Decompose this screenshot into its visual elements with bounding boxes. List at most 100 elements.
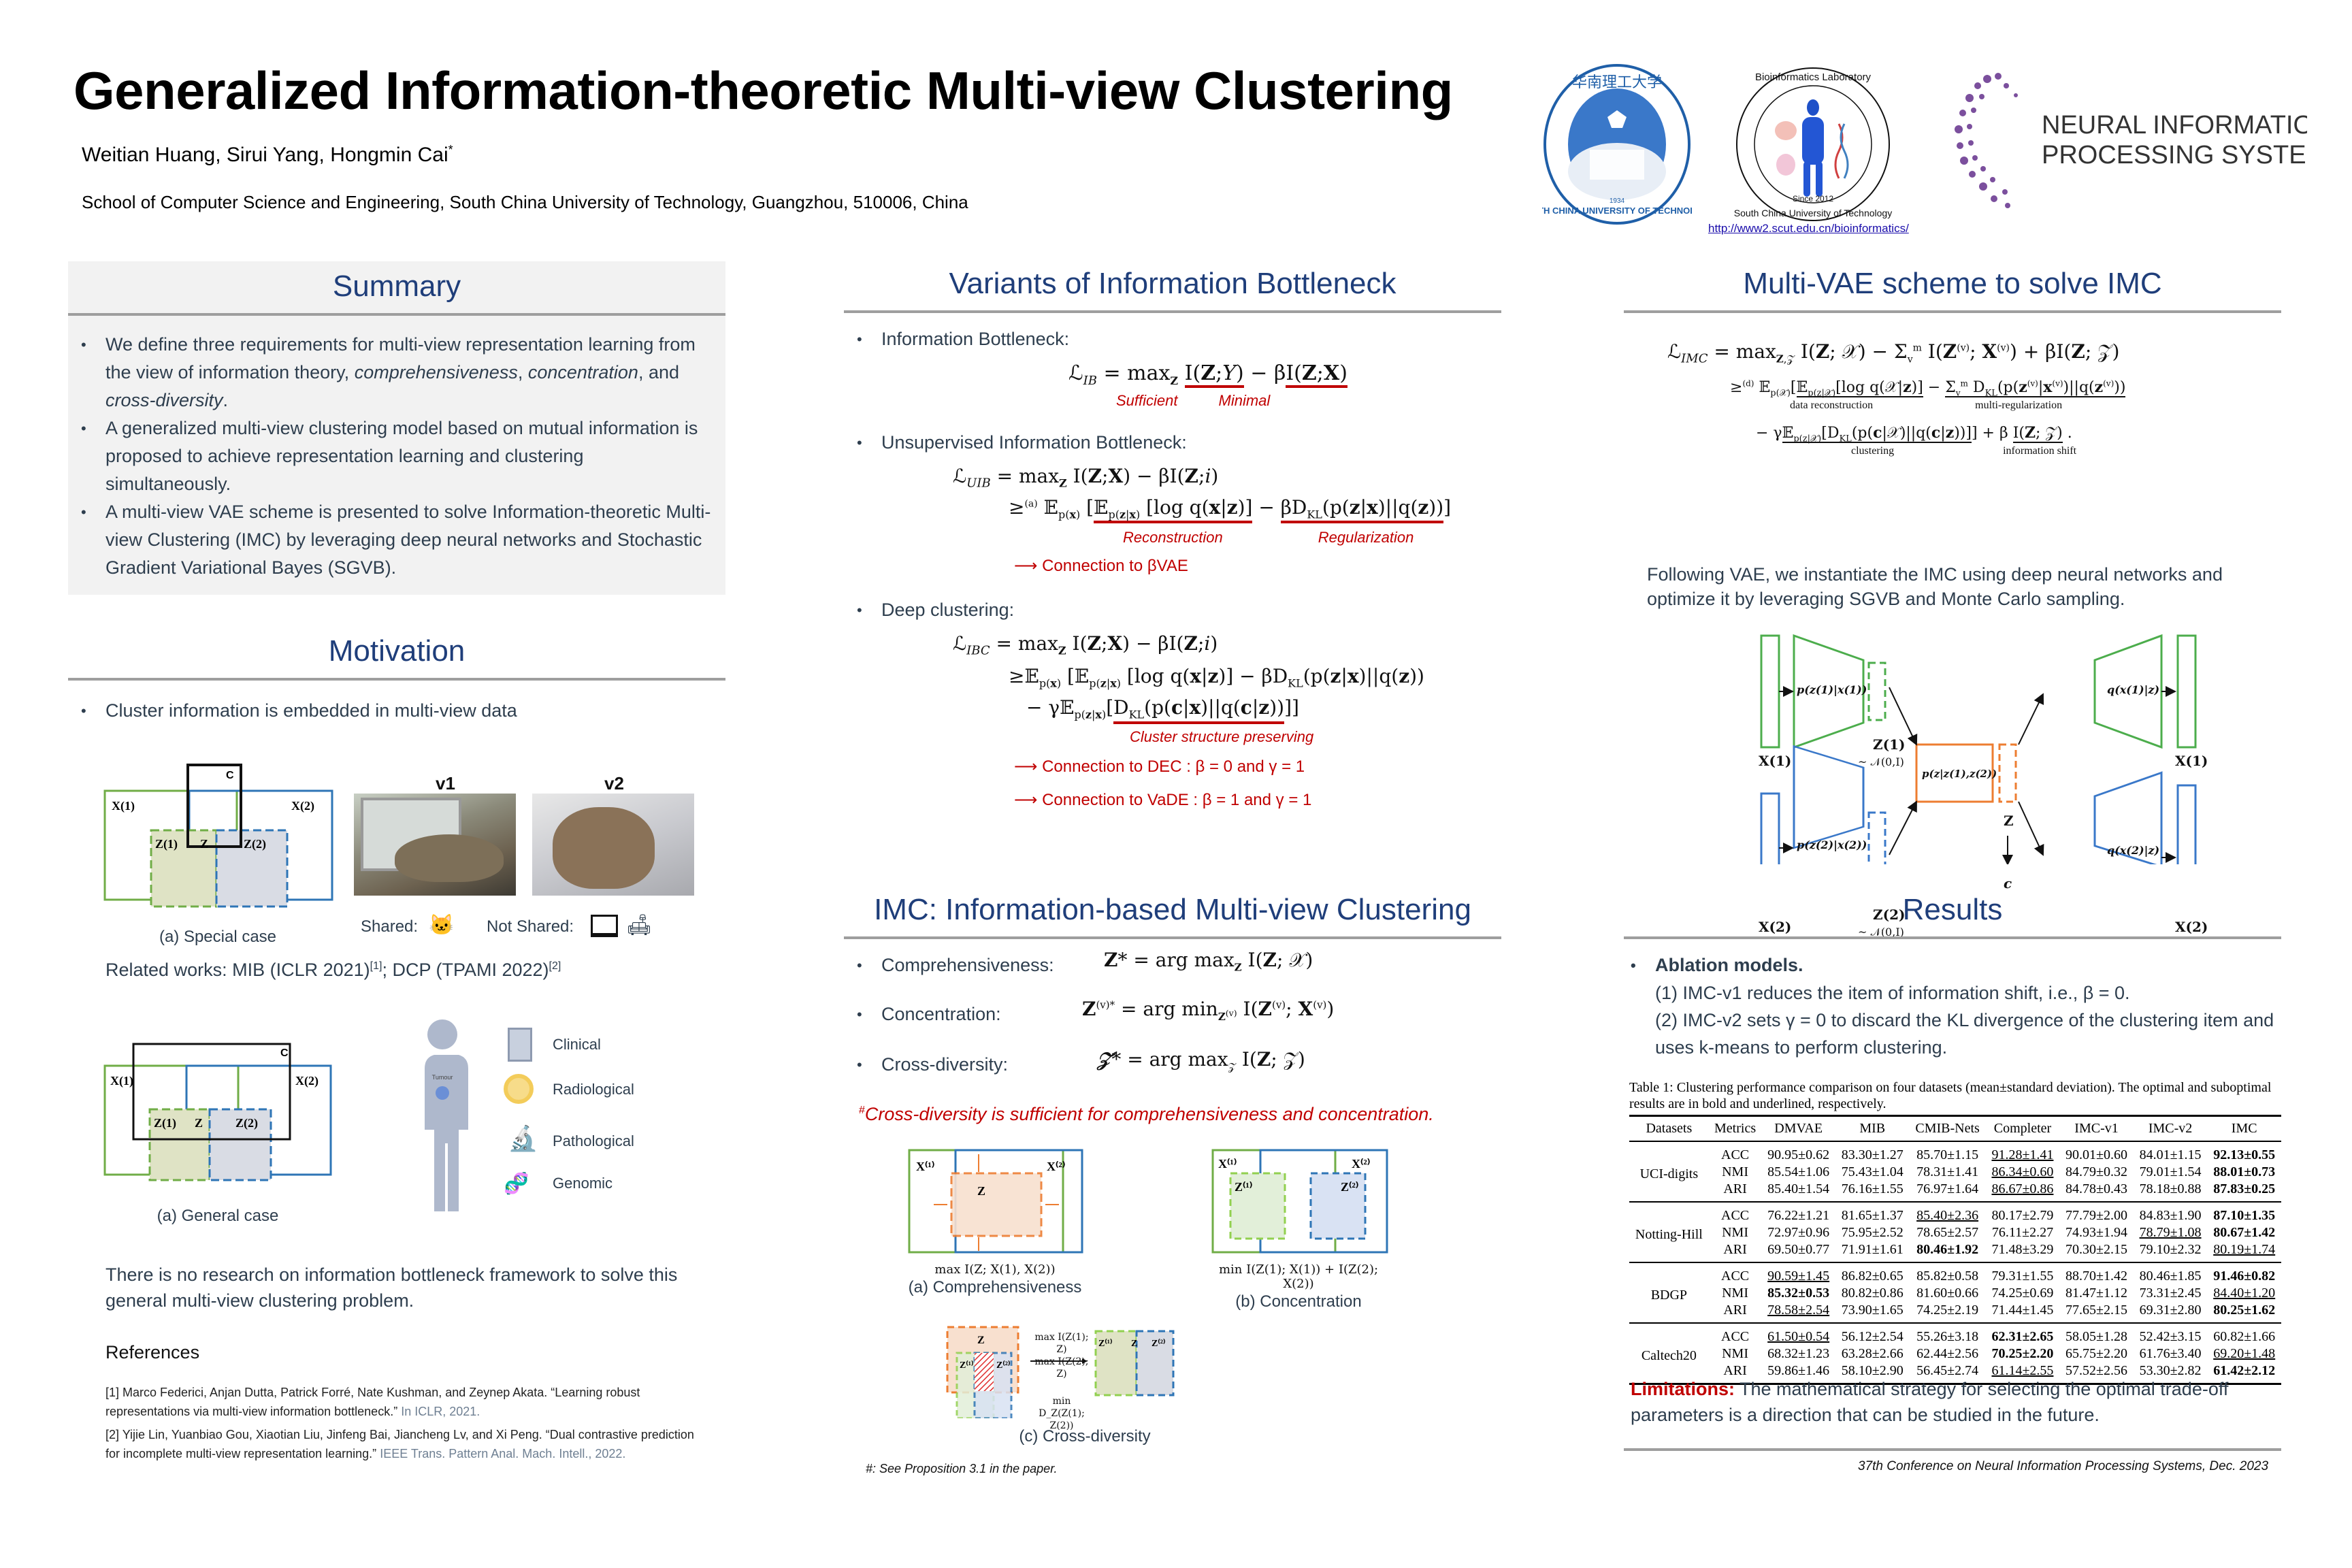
motivation-section: Motivation Cluster information is embedd… bbox=[68, 634, 725, 725]
svg-text:Z: Z bbox=[977, 1335, 985, 1346]
value-cell: 79.31±1.55 bbox=[1991, 1269, 2054, 1284]
value-cell: 78.65±2.57 bbox=[1916, 1225, 1979, 1240]
cross-diversity-figure: Z Z⁽¹⁾ Z⁽²⁾ Z⁽¹⁾ Z Z⁽²⁾ max I(Z(1); Z)ma… bbox=[942, 1323, 1350, 1446]
value-cell: 83.30±1.27 bbox=[1841, 1147, 1904, 1162]
ibc-equation-line2: ≥𝔼p(x) [𝔼p(z|x) [log q(x|z)] − βDKL(p(z|… bbox=[1009, 664, 1424, 690]
cat-shape bbox=[553, 807, 655, 889]
svg-text:South China University of Tech: South China University of Technology bbox=[1734, 208, 1892, 218]
value-cell: 85.54±1.06 bbox=[1767, 1164, 1830, 1179]
ibc-equation-line3: − γ𝔼p(z|x)[DKL(p(c|x)||q(c|z))]] bbox=[1026, 696, 1501, 724]
value-cell: 70.25±2.20 bbox=[1991, 1346, 2054, 1361]
motivation-heading: Motivation bbox=[68, 634, 725, 681]
value-cell: 86.82±0.65 bbox=[1841, 1269, 1904, 1284]
metric-cell: ARI bbox=[1708, 1302, 1762, 1324]
decoder2-label: q(x(2)|z) bbox=[2107, 844, 2160, 857]
svg-text:Z(2): Z(2) bbox=[235, 1116, 258, 1130]
svg-text:Z(1): Z(1) bbox=[155, 837, 178, 851]
metric-cell: ACC bbox=[1721, 1147, 1750, 1162]
variants-section: Variants of Information Bottleneck bbox=[844, 267, 1501, 313]
z2-prior-label: ~ 𝒩(0,I) bbox=[1858, 926, 1904, 938]
imc-item-comprehensiveness: Comprehensiveness: Z* = arg maxZ I(Z; 𝒳) bbox=[844, 949, 1501, 1000]
svg-text:Since 2012: Since 2012 bbox=[1793, 194, 1833, 203]
svg-text:Z⁽²⁾: Z⁽²⁾ bbox=[1152, 1339, 1165, 1349]
value-cell: 62.31±2.65 bbox=[1991, 1329, 2054, 1344]
references-heading: References bbox=[105, 1342, 200, 1362]
cross-diversity-caption: (c) Cross-diversity bbox=[1019, 1427, 1151, 1446]
cat-face-icon: 🐱 bbox=[429, 914, 455, 936]
bioinformatics-url-link[interactable]: http://www2.scut.edu.cn/bioinformatics/ bbox=[1708, 222, 1909, 235]
metric-cell: ACC bbox=[1721, 1269, 1750, 1284]
column-header: Completer bbox=[1985, 1115, 2060, 1142]
value-cell: 79.01±1.54 bbox=[2139, 1164, 2202, 1179]
neurips-dots-icon: NEURAL INFORMATION PROCESSING SYSTEMS bbox=[1955, 73, 2345, 208]
uib-equation-line1: ℒUIB = maxZ I(Z;X) − βI(Z;i) bbox=[953, 465, 1219, 491]
value-cell: 84.01±1.15 bbox=[2139, 1147, 2202, 1162]
value-cell: 76.11±2.27 bbox=[1991, 1225, 2054, 1240]
value-cell: 80.82±0.86 bbox=[1841, 1286, 1904, 1301]
summary-bullets: We define three requirements for multi-v… bbox=[68, 331, 725, 582]
value-cell: 80.67±1.42 bbox=[2213, 1225, 2276, 1240]
concentration-formula: min I(Z(1); X(1)) + I(Z(2); X(2)) bbox=[1218, 1262, 1379, 1291]
metric-cell: NMI bbox=[1722, 1164, 1748, 1179]
uib-equation-line2: ≥(a) 𝔼p(x) [𝔼p(z|x) [log q(x|z)] − βDKL(… bbox=[1009, 496, 1501, 524]
svg-text:X⁽²⁾: X⁽²⁾ bbox=[1352, 1157, 1370, 1171]
value-cell: 74.93±1.94 bbox=[2065, 1225, 2127, 1240]
svg-text:Z(2): Z(2) bbox=[244, 837, 266, 851]
variants-heading: Variants of Information Bottleneck bbox=[844, 267, 1501, 313]
value-cell: 71.44±1.45 bbox=[1985, 1302, 2060, 1324]
value-cell: 84.40±1.20 bbox=[2213, 1286, 2276, 1301]
imc-item-concentration: Concentration: Z(v)* = arg minZ(v) I(Z(v… bbox=[844, 998, 1501, 1051]
value-cell: 80.46±1.92 bbox=[1909, 1241, 1986, 1263]
svg-text:Z: Z bbox=[1131, 1339, 1137, 1349]
svg-text:Z: Z bbox=[200, 837, 208, 851]
svg-text:C: C bbox=[226, 770, 234, 781]
imc-objective-line3: − γ𝔼p(z|𝒳)[DKL(p(c|𝒳)||q(c|z))]] + β I(Z… bbox=[1756, 423, 2072, 444]
uib-connection: ⟶ Connection to βVAE bbox=[1014, 557, 1188, 576]
value-cell: 90.01±0.60 bbox=[2065, 1147, 2127, 1162]
value-cell: 80.46±1.85 bbox=[2139, 1269, 2202, 1284]
fusion-label: p(z|z(1),z(2)) bbox=[1922, 768, 1997, 780]
column-header: IMC-v2 bbox=[2133, 1115, 2208, 1142]
value-cell: 55.26±3.18 bbox=[1916, 1329, 1979, 1344]
svg-text:X(1): X(1) bbox=[112, 799, 135, 813]
metric-cell: ARI bbox=[1708, 1362, 1762, 1385]
value-cell: 90.59±1.45 bbox=[1767, 1269, 1830, 1284]
mri-scanner-icon bbox=[504, 1074, 534, 1104]
cat-on-laptop-image bbox=[354, 794, 516, 896]
related-works: Related works: MIB (ICLR 2021)[1]; DCP (… bbox=[105, 960, 561, 980]
bioinformatics-lab-logo: Bioinformatics Laboratory South China Un… bbox=[1731, 63, 1895, 226]
svg-text:Z⁽²⁾: Z⁽²⁾ bbox=[1341, 1180, 1358, 1194]
svg-text:SOUTH CHINA UNIVERSITY OF TECH: SOUTH CHINA UNIVERSITY OF TECHNOLOGY bbox=[1542, 206, 1692, 216]
scut-logo: 华南理工大学 SOUTH CHINA UNIVERSITY OF TECHNOL… bbox=[1519, 63, 1715, 226]
ablation-title: Ablation models. bbox=[1631, 951, 2281, 979]
modality-genomic: 🧬 Genomic bbox=[504, 1173, 613, 1195]
results-section: Results bbox=[1624, 893, 2281, 939]
encoder2-label: p(z(2)|x(2)) bbox=[1797, 838, 1867, 851]
value-cell: 81.65±1.37 bbox=[1841, 1208, 1904, 1223]
svg-text:X(1): X(1) bbox=[110, 1074, 133, 1088]
value-cell: 59.86±1.46 bbox=[1761, 1362, 1835, 1385]
ablation-line: (2) IMC-v2 sets γ = 0 to discard the KL … bbox=[1655, 1010, 2274, 1058]
ibc-term-label: Cluster structure preserving bbox=[1130, 728, 1314, 745]
value-cell: 61.50±0.54 bbox=[1767, 1329, 1830, 1344]
dec-connection: ⟶ Connection to DEC : β = 0 and γ = 1 bbox=[1014, 757, 1305, 776]
special-case-caption: (a) Special case bbox=[159, 928, 277, 946]
svg-text:X⁽²⁾: X⁽²⁾ bbox=[1047, 1160, 1065, 1173]
motivation-conclusion: There is no research on information bott… bbox=[105, 1264, 678, 1311]
modality-clinical: Clinical bbox=[504, 1028, 708, 1068]
column-header: Metrics bbox=[1708, 1115, 1762, 1142]
table-caption: Table 1: Clustering performance comparis… bbox=[1629, 1080, 2272, 1111]
value-cell: 91.46±0.82 bbox=[2213, 1269, 2276, 1284]
z2-label: Z(2) bbox=[1873, 906, 1906, 923]
value-cell: 56.12±2.54 bbox=[1841, 1329, 1904, 1344]
